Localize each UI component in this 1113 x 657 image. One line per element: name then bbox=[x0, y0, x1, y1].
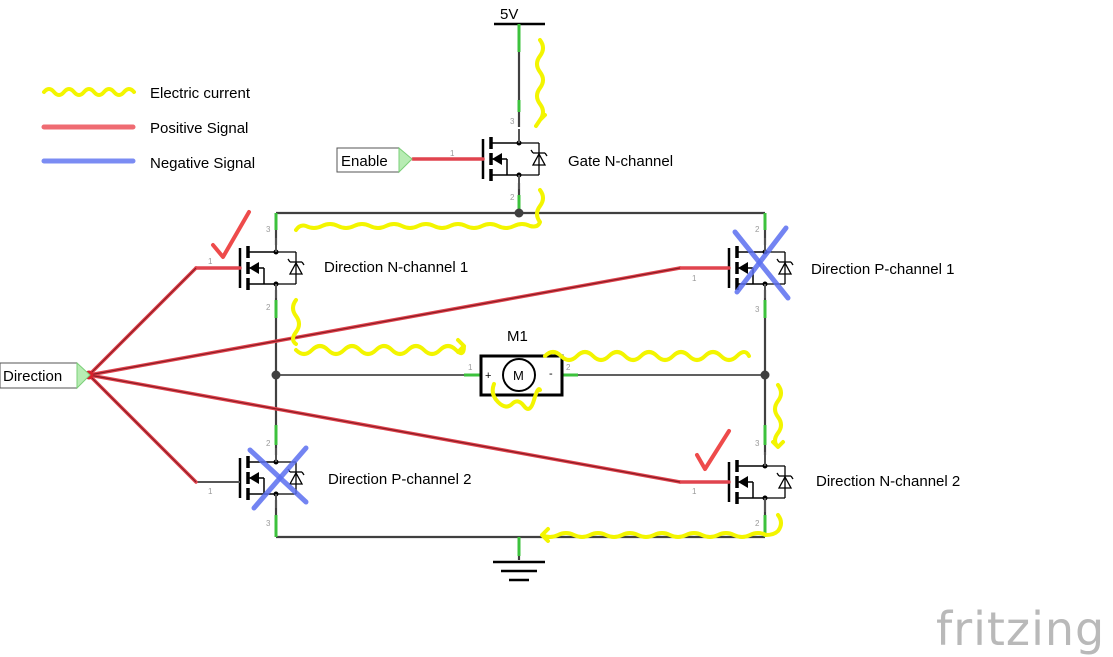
pin-label: 3 bbox=[266, 225, 271, 234]
direction-p-channel-1-label: Direction P-channel 1 bbox=[811, 261, 954, 278]
direction-label: Direction bbox=[3, 368, 62, 385]
direction-input: Direction bbox=[0, 361, 91, 390]
enable-input: Enable bbox=[336, 146, 413, 174]
pin-label: 2 bbox=[510, 193, 515, 202]
motor-pin-2: 2 bbox=[566, 363, 571, 372]
pin-label: 1 bbox=[208, 257, 213, 266]
pin-label: 2 bbox=[266, 303, 271, 312]
off-mark-p-channel-2 bbox=[247, 445, 309, 511]
ground-symbol bbox=[493, 560, 545, 582]
supply-5v: 5V bbox=[494, 6, 545, 127]
legend-current-label: Electric current bbox=[150, 85, 251, 102]
pin-label: 1 bbox=[692, 274, 697, 283]
positive-signal-wires bbox=[84, 157, 731, 484]
on-check-n-channel-2 bbox=[695, 429, 731, 471]
pin-label: 3 bbox=[755, 305, 760, 314]
enable-label: Enable bbox=[341, 153, 388, 170]
pin-label: 2 bbox=[266, 439, 271, 448]
direction-p-channel-2-label: Direction P-channel 2 bbox=[328, 471, 471, 488]
fritzing-logo: fritzing bbox=[936, 602, 1105, 656]
motor-plus: + bbox=[485, 370, 491, 382]
pin-label: 1 bbox=[450, 149, 455, 158]
motor-pin-1: 1 bbox=[468, 363, 473, 372]
gate-n-channel-label: Gate N-channel bbox=[568, 153, 673, 170]
off-mark-p-channel-1 bbox=[732, 225, 791, 301]
legend-positive-label: Positive Signal bbox=[150, 120, 248, 137]
motor-symbol: M bbox=[513, 368, 524, 383]
legend: Electric current Positive Signal Negativ… bbox=[41, 85, 255, 172]
pin-label: 3 bbox=[755, 439, 760, 448]
current-flow-path bbox=[291, 38, 785, 543]
pin-label: 1 bbox=[208, 487, 213, 496]
legend-current-swatch bbox=[42, 87, 136, 97]
pin-label: 3 bbox=[510, 117, 515, 126]
direction-n-channel-2-label: Direction N-channel 2 bbox=[816, 473, 960, 490]
legend-negative-label: Negative Signal bbox=[150, 155, 255, 172]
pin-label: 2 bbox=[755, 519, 760, 528]
pin-label: 2 bbox=[755, 225, 760, 234]
motor-m1: M1 M + - 1 2 bbox=[468, 328, 571, 397]
motor-ref-label: M1 bbox=[507, 328, 528, 345]
motor-minus: - bbox=[549, 368, 553, 380]
on-check-n-channel-1 bbox=[211, 210, 251, 259]
supply-label: 5V bbox=[500, 6, 518, 23]
direction-n-channel-1-label: Direction N-channel 1 bbox=[324, 259, 468, 276]
mosfet-direction-p-channel-2: 1 2 3 Direction P-channel 2 bbox=[196, 439, 471, 528]
pin-label: 3 bbox=[266, 519, 271, 528]
pin-label: 1 bbox=[692, 487, 697, 496]
